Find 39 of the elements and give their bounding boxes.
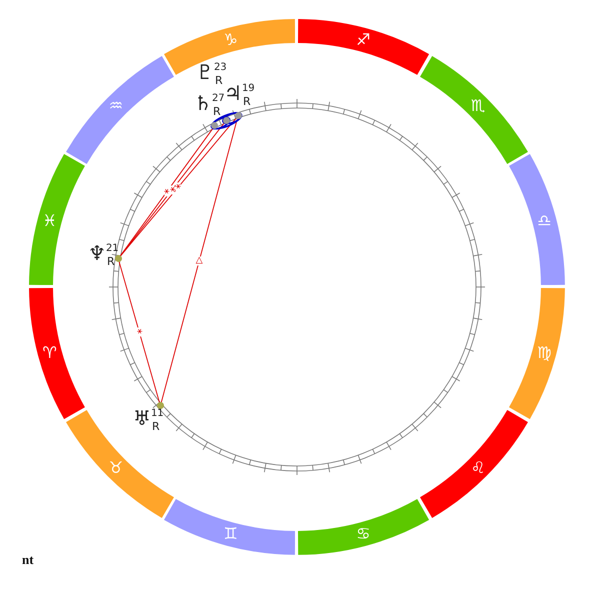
zodiac-sign-glyph: ♐ [356,32,370,48]
degree-number: 27 [212,94,225,104]
zodiac-sign-glyph: ♒ [108,98,124,114]
aspect-label: ⚹ [136,328,142,337]
retrograde-mark: R [152,421,160,432]
aspect-line [118,262,160,403]
degree-number: 21 [106,244,119,254]
zodiac-sign-glyph: ♓ [42,212,57,229]
conjunction-ellipse [210,116,230,130]
retrograde-mark: R [106,256,115,267]
aspect-label: ⚹ [176,182,181,192]
retrograde-mark: R [214,75,223,86]
aspect-label: △ [196,256,203,266]
zodiac-sign-glyph: ♉ [108,460,124,476]
zodiac-sign-glyph: ♎ [537,212,552,229]
zodiac-sign-glyph: ♍ [537,345,552,362]
zodiac-sign-glyph: ♌ [470,460,486,476]
degree-number: 19 [242,84,255,94]
zodiac-sign-glyph: ♊ [224,526,238,542]
zodiac-sign-glyph: ♈ [42,345,57,362]
retrograde-mark: R [212,106,221,117]
planet-glyph: ♃ [224,83,242,103]
planet-dot [211,122,218,130]
degree-number: 23 [214,63,227,73]
planet-glyph: ♄ [194,93,212,113]
footer-text: nt [22,553,34,566]
zodiac-sign-glyph: ♏ [470,98,486,114]
planet-glyph: ♇ [196,62,214,82]
planet-glyph: ♅ [133,408,151,428]
degree-number: 11 [150,409,164,419]
aspect-label: ⚹ [170,185,175,194]
zodiac-sign-glyph: ♋ [356,526,370,542]
aspect-label: ⚹ [164,188,170,197]
planet-dot [156,402,164,410]
aspect-line [160,118,238,403]
conjunction-ellipse [210,112,242,130]
retrograde-mark: R [242,96,251,107]
zodiac-sign-glyph: ♑ [224,32,238,48]
planet-glyph: ♆ [88,243,106,263]
